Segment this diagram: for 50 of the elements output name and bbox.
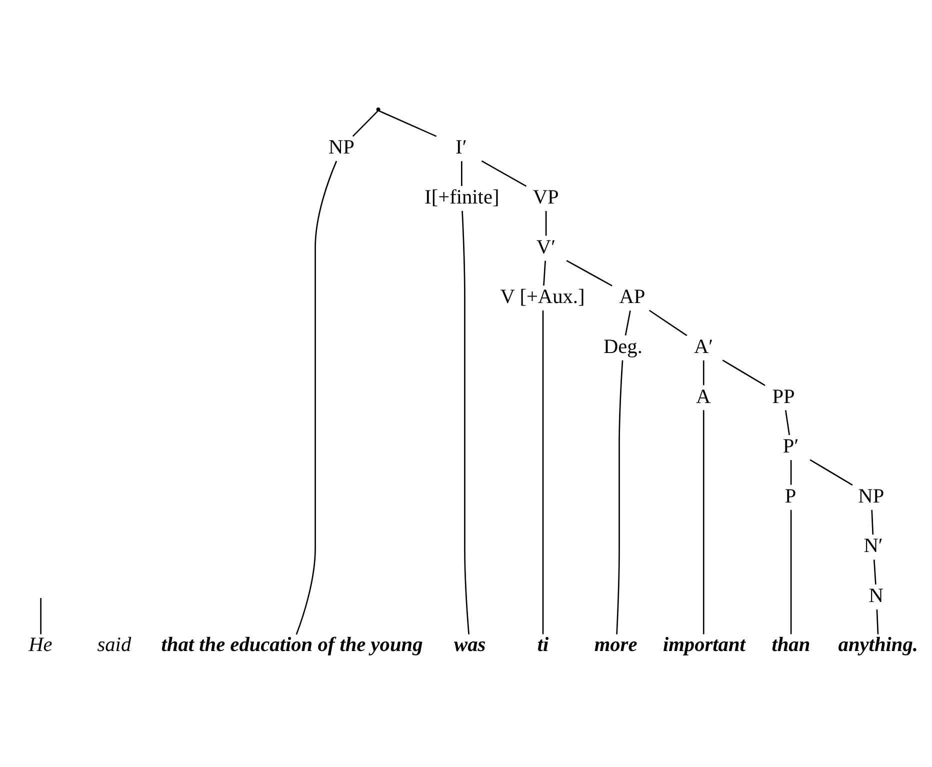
node-text: P′: [782, 436, 798, 458]
connector: [295, 160, 337, 635]
connector: [784, 410, 790, 436]
connector: [722, 360, 765, 386]
connector: [870, 510, 874, 535]
node-text: was: [454, 634, 486, 656]
node-text: N: [868, 585, 883, 608]
node-text: VP: [532, 186, 558, 209]
node-text: I[+finite]: [424, 186, 499, 209]
node-point: [376, 108, 380, 112]
connector: [702, 410, 704, 634]
connector: [566, 260, 612, 286]
connector: [480, 160, 526, 187]
node-text: N′: [863, 535, 882, 558]
node-text: NP: [328, 136, 354, 159]
node-text: V′: [536, 236, 556, 258]
connector: [648, 310, 687, 336]
connector: [702, 360, 704, 386]
node-text: important: [662, 634, 745, 656]
connector: [616, 360, 623, 634]
connector: [542, 260, 546, 286]
connector: [40, 598, 41, 634]
connector: [542, 310, 544, 634]
node-text: A′: [693, 336, 713, 358]
connector: [872, 560, 876, 584]
node-text: NP: [858, 485, 884, 508]
connector: [544, 211, 546, 236]
node-text: A: [695, 386, 710, 408]
node-text: anything.: [838, 634, 918, 656]
node-text: ti: [536, 634, 548, 656]
connector: [460, 161, 462, 186]
connector: [790, 510, 792, 634]
label: said: [96, 634, 131, 656]
node-text: I′: [455, 136, 466, 159]
connector: [809, 459, 852, 486]
connector: [378, 110, 436, 137]
connector: [876, 609, 878, 634]
node-text: P: [784, 485, 796, 508]
node-text: He: [28, 634, 52, 656]
node-text: V [+Aux.]: [500, 286, 584, 308]
connector: [461, 210, 469, 634]
node-text: than: [771, 634, 810, 656]
node-text: Deg.: [602, 336, 642, 358]
connector: [790, 460, 792, 485]
connector: [624, 310, 630, 336]
node-text: PP: [772, 386, 794, 408]
node-text: that the education of the young: [160, 634, 422, 656]
node-text: AP: [618, 286, 645, 308]
node-text: more: [594, 634, 637, 656]
connector: [352, 110, 378, 137]
